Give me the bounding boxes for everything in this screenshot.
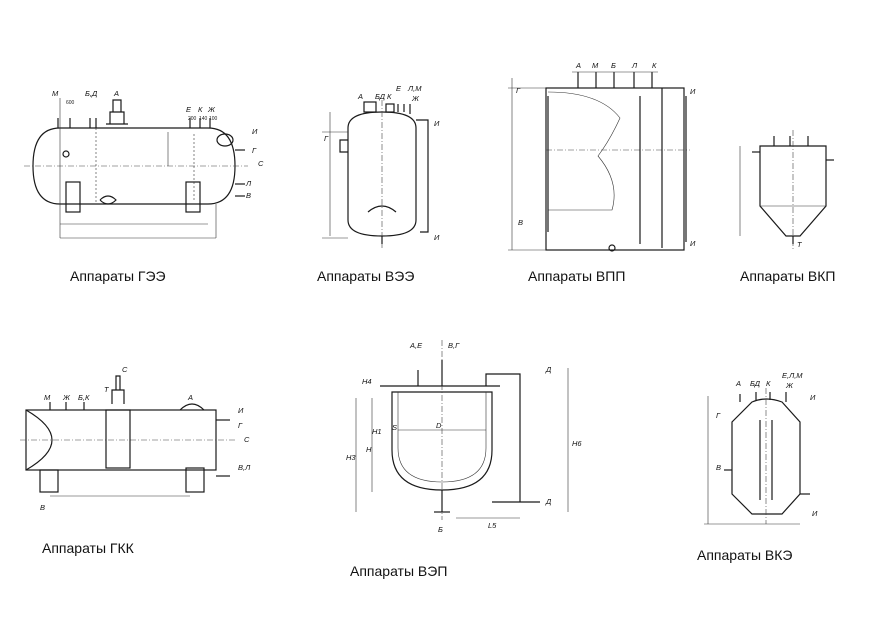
label-ae: А,Е (409, 341, 423, 350)
label-k: К (387, 92, 392, 101)
label-zh: Ж (207, 105, 216, 114)
label-g: Г (716, 411, 721, 420)
label-lm: Л,М (407, 84, 422, 93)
caption-vee: Аппараты ВЭЭ (317, 268, 415, 284)
label-l: Л (631, 61, 638, 70)
label-zh: Ж (785, 381, 794, 390)
drawing-vke: А БД К Е,Л,М Ж И Г В И (704, 371, 818, 525)
label-c: С (258, 159, 264, 168)
label-v: В (716, 463, 721, 472)
label-m: М (44, 393, 51, 402)
drawing-gkk: М Ж Б,К Т С А И Г С В,Л В (20, 365, 251, 512)
label-v: В (246, 191, 251, 200)
label-a: А (575, 61, 581, 70)
label-i2: И (434, 233, 440, 242)
label-zh: Ж (411, 94, 420, 103)
label-i2: И (690, 239, 696, 248)
label-h4: H4 (362, 377, 372, 386)
label-l5: L5 (488, 521, 497, 530)
label-cc: С (244, 435, 250, 444)
label-i2: И (812, 509, 818, 518)
label-g: Г (324, 134, 329, 143)
label-k: К (766, 379, 771, 388)
caption-vpp: Аппараты ВПП (528, 268, 626, 284)
label-bd: БД (750, 379, 761, 388)
label-zh: Ж (62, 393, 71, 402)
label-k: К (198, 105, 203, 114)
caption-gkk: Аппараты ГКК (42, 540, 134, 556)
drawing-gee: М Б,Д А Е К Ж И Г С Л В 600 200 140 100 (24, 89, 264, 239)
label-bk: Б,К (78, 393, 90, 402)
label-d-top: Д (545, 365, 552, 374)
label-h3: H3 (346, 453, 356, 462)
label-h1: H1 (372, 427, 382, 436)
label-g: Г (238, 421, 243, 430)
label-h6: H6 (572, 439, 582, 448)
label-g: Г (252, 146, 257, 155)
drawing-vee: А БД К Е Л,М Ж Г И И (322, 84, 440, 248)
dim-140: 140 (199, 116, 208, 122)
label-i: И (238, 406, 244, 415)
label-v: В (40, 503, 45, 512)
drawing-vpp: А М Б Л К Г И В И (508, 61, 696, 252)
label-k: К (652, 61, 657, 70)
label-b: Б (438, 525, 443, 534)
drawing-vep: А,Е В,Г H4 H3 H H1 S D H6 Д Д Б L5 (346, 340, 582, 534)
label-m: М (592, 61, 599, 70)
label-i: И (690, 87, 696, 96)
dim-100: 100 (209, 116, 218, 122)
caption-gee: Аппараты ГЭЭ (70, 268, 166, 284)
label-t: Т (797, 240, 803, 249)
label-a: А (357, 92, 363, 101)
label-g: Г (516, 86, 521, 95)
label-t: Т (104, 385, 110, 394)
label-vg: В,Г (448, 341, 460, 350)
label-d-bottom: Д (545, 497, 552, 506)
caption-vke: Аппараты ВКЭ (697, 547, 793, 563)
dim-200: 200 (188, 116, 197, 122)
caption-vep: Аппараты ВЭП (350, 563, 448, 579)
dim-600: 600 (66, 100, 75, 106)
label-s: S (392, 423, 397, 432)
label-l: Л (245, 179, 252, 188)
label-vl: В,Л (238, 463, 251, 472)
label-b: Б (611, 61, 616, 70)
label-el: Е,Л,М (782, 371, 803, 380)
label-i: И (810, 393, 816, 402)
caption-vkp: Аппараты ВКП (740, 268, 836, 284)
label-e: Е (186, 105, 192, 114)
drawing-vkp: Т (739, 130, 834, 250)
label-h: H (366, 445, 372, 454)
label-bd: Б,Д (85, 89, 98, 98)
label-a: А (187, 393, 193, 402)
label-c: С (122, 365, 128, 374)
label-i: И (434, 119, 440, 128)
label-e: Е (396, 84, 402, 93)
label-v: В (518, 218, 523, 227)
label-a: А (735, 379, 741, 388)
label-a: А (113, 89, 119, 98)
label-d: D (436, 421, 442, 430)
label-bd: БД (375, 92, 386, 101)
label-m: М (52, 89, 59, 98)
label-i: И (252, 127, 258, 136)
